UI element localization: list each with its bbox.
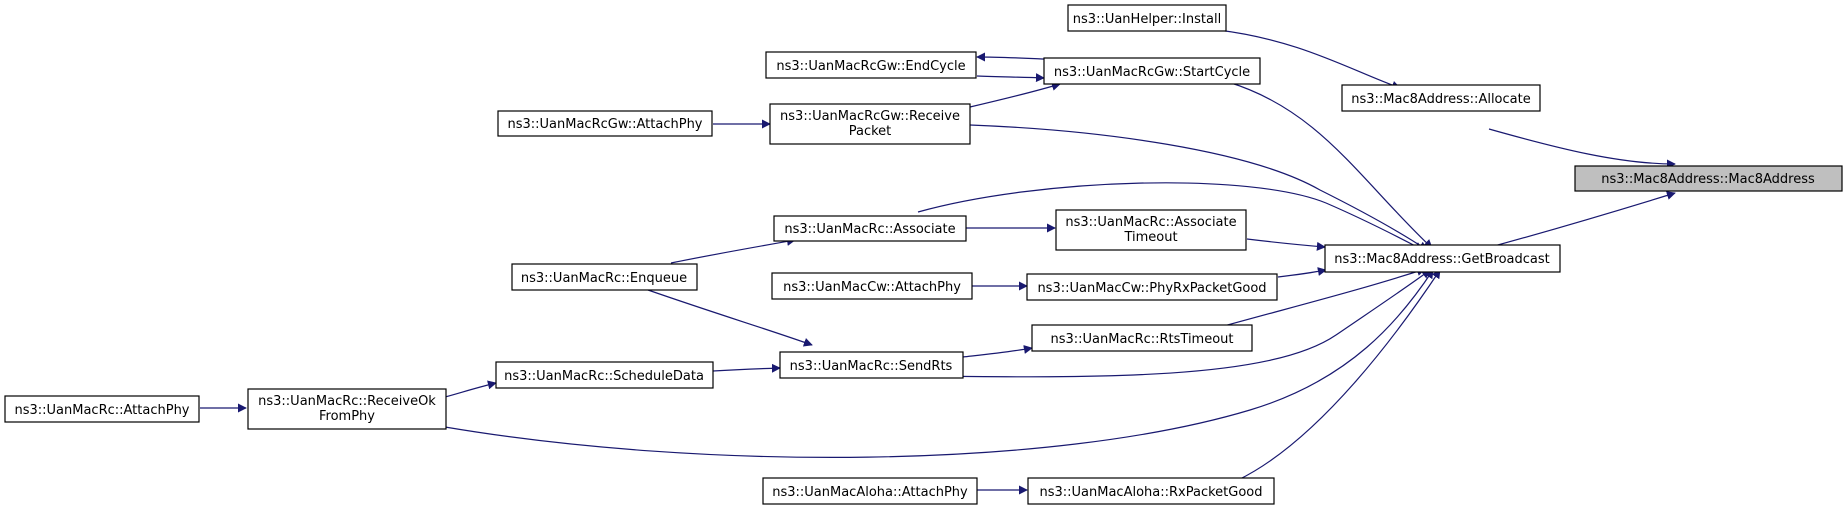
edge-receivepacket-to-getbroadcast — [969, 124, 1428, 251]
node-label: ns3::Mac8Address::Mac8Address — [1601, 172, 1815, 187]
node-uanmacrcgw-startcycle[interactable]: ns3::UanMacRcGw::StartCycle — [1043, 57, 1261, 85]
node-mac8address-constructor[interactable]: ns3::Mac8Address::Mac8Address — [1574, 165, 1843, 192]
edge-startcycle-to-getbroadcast — [1227, 81, 1433, 249]
node-label: ns3::UanMacRcGw::StartCycle — [1054, 65, 1250, 80]
node-uanmacrcgw-endcycle[interactable]: ns3::UanMacRcGw::EndCycle — [765, 51, 977, 79]
node-label-line1: ns3::UanMacRcGw::Receive — [780, 109, 960, 124]
node-uanmacrc-enqueue[interactable]: ns3::UanMacRc::Enqueue — [511, 263, 698, 291]
node-label: ns3::UanMacCw::PhyRxPacketGood — [1037, 281, 1266, 296]
edge-rxpacketgood-to-getbroadcast — [1237, 269, 1441, 481]
node-uanmacrc-attachphy[interactable]: ns3::UanMacRc::AttachPhy — [4, 395, 200, 423]
node-label: ns3::UanMacRcGw::EndCycle — [776, 59, 965, 74]
node-label-line1: ns3::UanMacRc::Associate — [1065, 215, 1236, 230]
node-label: ns3::UanMacRc::Associate — [784, 222, 955, 237]
edge-associate-to-getbroadcast — [917, 182, 1424, 251]
edge-sendrts-to-getbroadcast — [909, 269, 1431, 378]
node-label: ns3::UanMacRc::RtsTimeout — [1050, 332, 1233, 347]
node-uanmacrc-scheduledata[interactable]: ns3::UanMacRc::ScheduleData — [495, 361, 714, 389]
edge-enqueue-to-associate — [670, 236, 796, 264]
edge-startcycle-to-endcycle — [976, 52, 1045, 62]
edge-allocate-to-target — [1488, 128, 1676, 169]
node-uanmacaloha-attachphy[interactable]: ns3::UanMacAloha::AttachPhy — [762, 477, 978, 505]
nodes: ns3::Mac8Address::Mac8Address ns3::Mac8A… — [4, 4, 1843, 505]
node-label: ns3::Mac8Address::GetBroadcast — [1334, 252, 1549, 267]
node-mac8address-getbroadcast[interactable]: ns3::Mac8Address::GetBroadcast — [1324, 244, 1561, 273]
node-label: ns3::UanMacCw::AttachPhy — [783, 280, 961, 295]
node-uanmacaloha-rxpacketgood[interactable]: ns3::UanMacAloha::RxPacketGood — [1027, 477, 1275, 505]
edge-phyrx-to-getbroadcast — [1277, 267, 1327, 278]
node-label-line2: Timeout — [1123, 230, 1177, 245]
node-uanmaccw-attachphy[interactable]: ns3::UanMacCw::AttachPhy — [771, 272, 973, 300]
edge-getbroadcast-to-target — [1486, 191, 1676, 249]
edge-sendrts-to-rtstimeout — [962, 345, 1033, 358]
edge-receiveok-to-scheduledata — [444, 380, 497, 398]
edge-receiveok-to-getbroadcast — [444, 269, 1434, 458]
node-label-line2: FromPhy — [319, 409, 375, 424]
node-label: ns3::UanMacRc::Enqueue — [521, 271, 687, 286]
node-uanmacrc-associatetimeout[interactable]: ns3::UanMacRc::Associate Timeout — [1055, 209, 1247, 251]
node-uanmacrc-associate[interactable]: ns3::UanMacRc::Associate — [773, 215, 967, 242]
node-uanmacrc-sendrts[interactable]: ns3::UanMacRc::SendRts — [779, 351, 964, 379]
node-label: ns3::Mac8Address::Allocate — [1351, 92, 1530, 107]
node-uanmacrcgw-receivepacket[interactable]: ns3::UanMacRcGw::Receive Packet — [769, 103, 971, 145]
node-uanmacrc-receiveokfromphy[interactable]: ns3::UanMacRc::ReceiveOk FromPhy — [247, 388, 447, 430]
node-label-line1: ns3::UanMacRc::ReceiveOk — [258, 394, 436, 409]
node-label: ns3::UanMacRc::ScheduleData — [504, 369, 704, 384]
node-label: ns3::UanMacRc::AttachPhy — [14, 403, 189, 418]
node-label: ns3::UanHelper::Install — [1073, 12, 1221, 27]
edge-receivepacket-to-startcycle — [969, 82, 1061, 108]
node-label: ns3::UanMacAloha::RxPacketGood — [1039, 485, 1262, 500]
edge-associatetimeout-to-getbroadcast — [1246, 238, 1326, 251]
edges — [200, 29, 1676, 495]
node-label: ns3::UanMacRc::SendRts — [790, 359, 953, 374]
node-label: ns3::UanMacAloha::AttachPhy — [772, 485, 968, 500]
node-uanmacrcgw-attachphy[interactable]: ns3::UanMacRcGw::AttachPhy — [497, 110, 713, 137]
edge-rtstimeout-to-getbroadcast — [1223, 267, 1426, 327]
edge-install-to-allocate — [1217, 29, 1401, 90]
edge-scheduledata-to-sendrts — [712, 363, 781, 373]
node-label-line2: Packet — [849, 124, 892, 139]
node-uanmaccw-phyrxpacketgood[interactable]: ns3::UanMacCw::PhyRxPacketGood — [1026, 273, 1278, 301]
node-uanhelper-install[interactable]: ns3::UanHelper::Install — [1067, 4, 1227, 32]
edge-endcycle-to-startcycle — [976, 73, 1045, 83]
node-mac8address-allocate[interactable]: ns3::Mac8Address::Allocate — [1341, 84, 1541, 112]
node-label: ns3::UanMacRcGw::AttachPhy — [507, 117, 702, 132]
node-uanmacrc-rtstimeout[interactable]: ns3::UanMacRc::RtsTimeout — [1031, 324, 1253, 352]
edge-enqueue-to-sendrts — [647, 289, 813, 347]
